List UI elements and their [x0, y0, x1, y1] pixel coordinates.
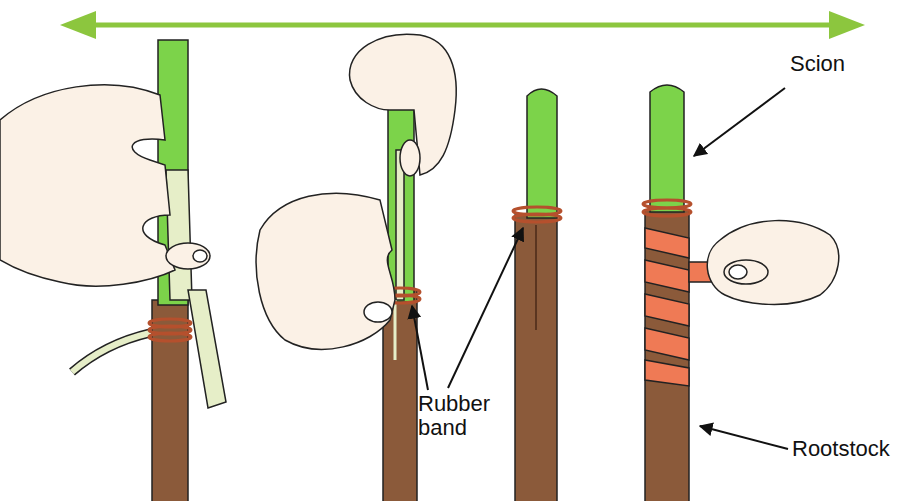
hand	[256, 193, 395, 349]
part-label: Rubber band	[418, 392, 494, 440]
rubber-band-ring	[149, 333, 191, 341]
rootstock-stem	[152, 300, 188, 501]
grafting-tape	[645, 360, 689, 386]
leader-line	[694, 88, 785, 156]
loose-band-outline	[72, 333, 150, 372]
rootstock-stem	[645, 210, 689, 501]
thumbnail	[193, 250, 207, 262]
grafting-tape	[645, 294, 689, 326]
stage-one	[0, 40, 226, 501]
part-label: Scion	[790, 52, 900, 76]
scion-stem	[650, 85, 684, 212]
rubber-band-ring	[643, 208, 691, 216]
arrow-head	[60, 11, 96, 39]
thumb	[166, 243, 210, 269]
scion-stem	[527, 89, 557, 218]
thumb	[400, 140, 420, 176]
hand	[707, 221, 838, 305]
grafting-tape	[645, 328, 689, 360]
leader-line	[700, 426, 788, 449]
thumbnail	[729, 265, 747, 279]
arrow-shaft	[90, 23, 835, 28]
leader-lines	[412, 88, 788, 449]
cut-flap	[188, 290, 226, 408]
stage-three	[513, 89, 561, 501]
hand	[350, 34, 457, 175]
loose-band	[72, 333, 150, 372]
tongue-slit	[394, 300, 397, 360]
rootstock-stem	[515, 215, 557, 501]
arrow-head	[829, 11, 865, 39]
sequence-arrow	[60, 11, 865, 39]
thumbnail	[364, 302, 392, 322]
cut-surface	[396, 150, 404, 300]
graft-line	[535, 225, 537, 330]
leader-line	[448, 228, 523, 388]
part-label: Rootstock	[792, 437, 917, 461]
thumb	[724, 260, 768, 284]
hand	[0, 85, 175, 286]
leader-line	[412, 306, 428, 390]
rubber-band-ring	[513, 214, 561, 222]
grafting-tape	[645, 260, 689, 292]
grafting-tape	[645, 228, 689, 258]
cut-surface	[166, 170, 192, 300]
